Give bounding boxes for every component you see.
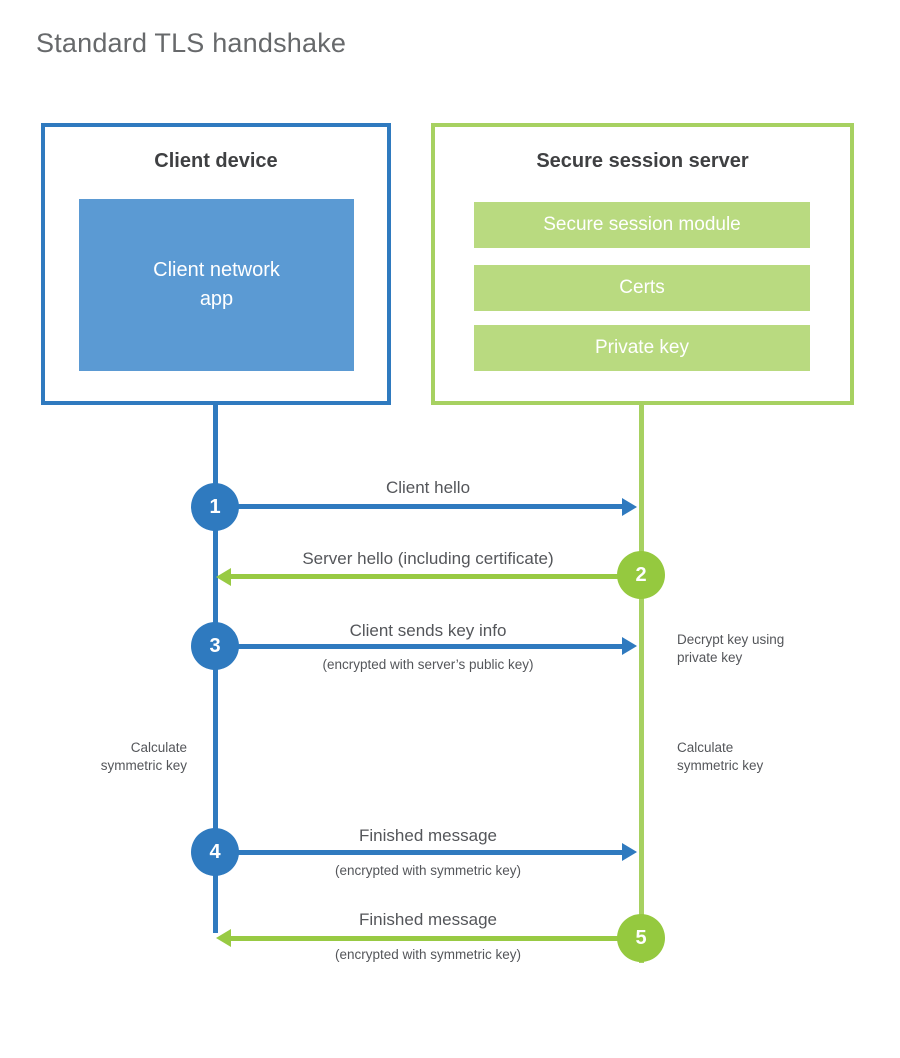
note-calculate-symmetric-key-server: Calculate symmetric key <box>677 740 764 773</box>
step3-arrow <box>215 644 622 649</box>
step3-label: Client sends key info <box>349 621 507 640</box>
step4-label: Finished message <box>359 826 497 845</box>
client-device-title: Client device <box>154 150 278 172</box>
step1-arrow <box>215 504 622 509</box>
step4-sublabel: (encrypted with symmetric key) <box>334 863 522 878</box>
step4-arrow <box>215 850 622 855</box>
server-module-certs: Certs <box>474 265 810 311</box>
step4-number-badge: 4 <box>191 828 239 876</box>
step1-label: Client hello <box>385 478 471 497</box>
step5-arrowhead-left-icon <box>216 929 231 947</box>
step3-arrowhead-right-icon <box>622 637 637 655</box>
server-module-secure-session: Secure session module <box>474 202 810 248</box>
step3-sublabel: (encrypted with server’s public key) <box>322 657 534 672</box>
step2-arrowhead-left-icon <box>216 568 231 586</box>
step5-number-badge: 5 <box>617 914 665 962</box>
step5-label: Finished message <box>359 910 497 929</box>
client-network-app-box: Client network app <box>79 199 354 371</box>
step2-label: Server hello (including certificate) <box>302 549 554 568</box>
page-title: Standard TLS handshake <box>36 28 347 58</box>
step2-number-badge: 2 <box>617 551 665 599</box>
secure-session-server-box: Secure session server Secure session mod… <box>431 123 854 405</box>
step2-arrow <box>231 574 641 579</box>
step4-arrowhead-right-icon <box>622 843 637 861</box>
step3-number-badge: 3 <box>191 622 239 670</box>
note-calculate-symmetric-key-client: Calculate symmetric key <box>100 740 187 773</box>
step5-sublabel: (encrypted with symmetric key) <box>334 947 522 962</box>
note-decrypt-key: Decrypt key using private key <box>677 632 785 665</box>
client-device-box: Client device Client network app <box>41 123 391 405</box>
step5-arrow <box>231 936 641 941</box>
server-module-private-key: Private key <box>474 325 810 371</box>
step1-number-badge: 1 <box>191 483 239 531</box>
server-lifeline <box>639 405 644 963</box>
step1-arrowhead-right-icon <box>622 498 637 516</box>
secure-session-server-title: Secure session server <box>536 150 749 172</box>
